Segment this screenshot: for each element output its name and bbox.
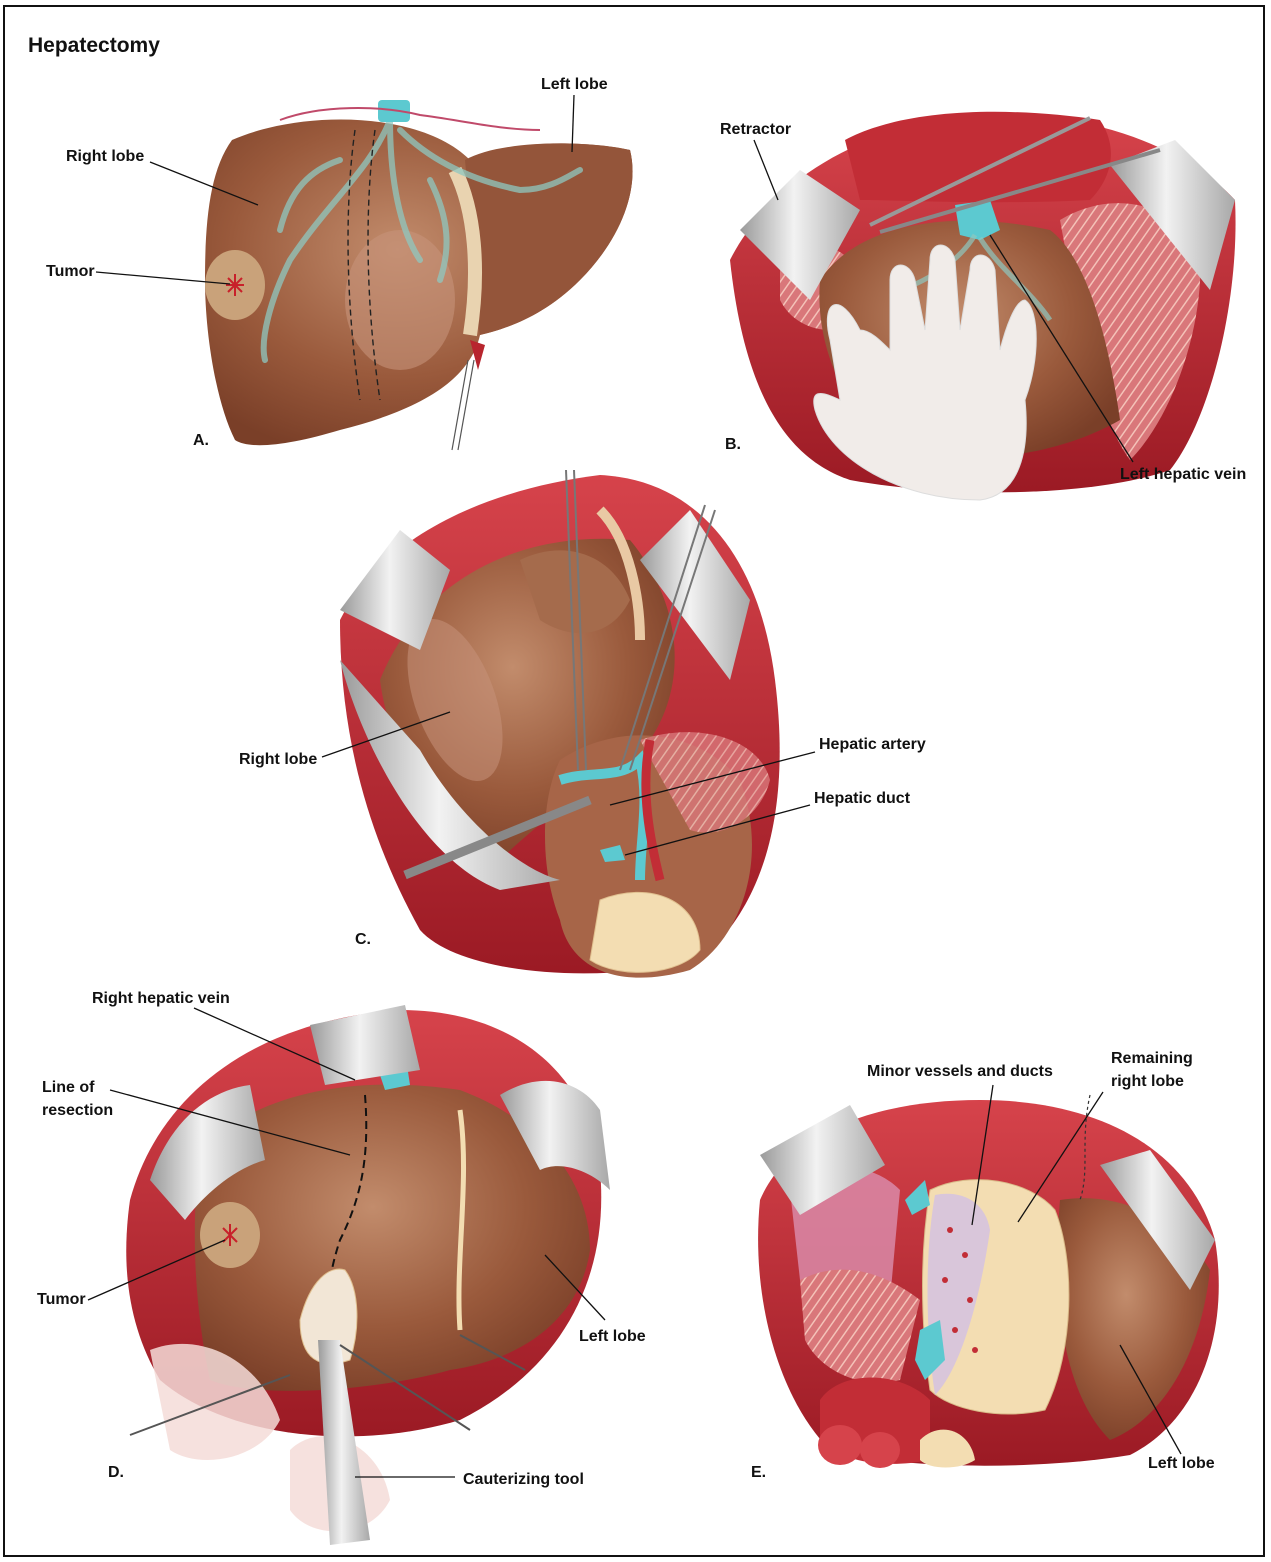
label-c-right-lobe: Right lobe bbox=[239, 751, 317, 768]
panel-c: Right lobe Hepatic artery Hepatic duct C… bbox=[239, 470, 926, 978]
panel-a: Left lobe Right lobe Tumor A. bbox=[46, 76, 633, 450]
panel-e-letter: E. bbox=[751, 1464, 766, 1481]
panel-e: Minor vessels and ducts Remaining right … bbox=[751, 1050, 1219, 1481]
surgical-field-illustration-c bbox=[340, 470, 780, 978]
liver-illustration-a bbox=[205, 100, 633, 450]
label-a-left-lobe: Left lobe bbox=[541, 76, 608, 93]
panel-b-letter: B. bbox=[725, 436, 741, 453]
panel-d: Right hepatic vein Line of resection Tum… bbox=[37, 990, 646, 1545]
surgical-field-illustration-b bbox=[730, 112, 1236, 500]
label-a-tumor: Tumor bbox=[46, 263, 95, 280]
panel-d-letter: D. bbox=[108, 1464, 124, 1481]
label-d-right-hepatic-vein: Right hepatic vein bbox=[92, 990, 230, 1007]
panel-c-letter: C. bbox=[355, 931, 371, 948]
label-d-line-of-resection-1: Line of bbox=[42, 1079, 95, 1096]
panel-a-letter: A. bbox=[193, 432, 209, 449]
label-e-left-lobe: Left lobe bbox=[1148, 1455, 1215, 1472]
label-e-remaining-2: right lobe bbox=[1111, 1073, 1184, 1090]
figure-title: Hepatectomy bbox=[28, 34, 160, 57]
panel-b: Retractor Left hepatic vein B. bbox=[720, 112, 1246, 500]
label-b-retractor: Retractor bbox=[720, 121, 791, 138]
surgical-field-illustration-d bbox=[126, 1005, 610, 1545]
label-e-remaining-1: Remaining bbox=[1111, 1050, 1193, 1067]
label-c-hepatic-artery: Hepatic artery bbox=[819, 736, 926, 753]
label-b-left-hepatic-vein: Left hepatic vein bbox=[1120, 466, 1246, 483]
label-a-right-lobe: Right lobe bbox=[66, 148, 144, 165]
label-d-left-lobe: Left lobe bbox=[579, 1328, 646, 1345]
label-e-minor-vessels: Minor vessels and ducts bbox=[867, 1063, 1053, 1080]
label-d-cauterizing-tool: Cauterizing tool bbox=[463, 1471, 584, 1488]
label-d-tumor: Tumor bbox=[37, 1291, 86, 1308]
surgical-field-illustration-e bbox=[758, 1095, 1219, 1468]
label-c-hepatic-duct: Hepatic duct bbox=[814, 790, 911, 807]
label-d-line-of-resection-2: resection bbox=[42, 1102, 113, 1119]
